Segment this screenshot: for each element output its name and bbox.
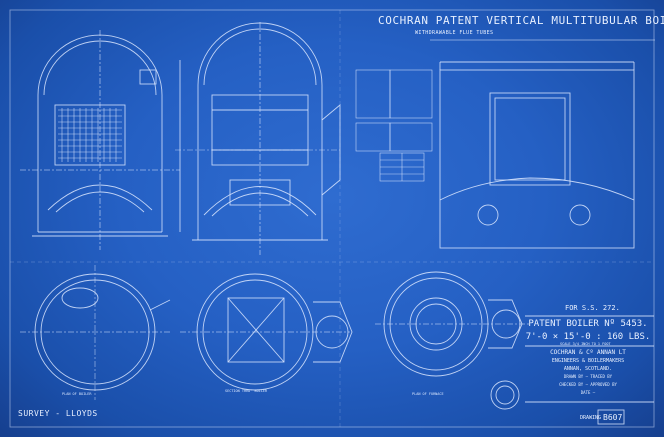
boiler-elevation-left (20, 30, 180, 250)
detail-right (430, 39, 655, 249)
title-block-frame (490, 315, 654, 425)
title-block-line8: DATE — (580, 390, 596, 395)
caption-section-boiler: SECTION THRO' BOILER (225, 389, 268, 393)
drawing-title: COCHRAN PATENT VERTICAL MULTITUBULAR BOI… (378, 14, 664, 27)
title-block-dimensions: 7'-0 × 15'-0 : 160 LBS. (525, 332, 651, 342)
drawing-subtitle: WITHDRAWABLE FLUE TUBES (415, 30, 494, 36)
caption-plan-furnace: PLAN OF FURNACE (412, 392, 444, 396)
plan-bottom-left (20, 265, 171, 400)
title-block-boiler-no: PATENT BOILER Nº 5453. (528, 319, 648, 329)
title-block-line6: DRAWN BY — TRACED BY (563, 374, 613, 379)
title-block-maker-sub: ENGINEERS & BOILERMAKERS (551, 358, 625, 364)
title-block-line7: CHECKED BY — APPROVED BY (559, 382, 617, 387)
drawing-label: DRAWING (580, 415, 602, 421)
plan-bottom-right (375, 271, 530, 377)
title-block-maker: COCHRAN & Cº ANNAN LT (550, 349, 626, 356)
section-bottom-middle (180, 273, 353, 391)
tube-grid (58, 108, 122, 162)
boiler-section-middle (175, 22, 341, 255)
figure-reference: FOR S.S. 272. (565, 304, 620, 312)
title-block-place: ANNAN, SCOTLAND. (563, 366, 613, 372)
scale-note: SCALE 3/4 INCH TO 1 FOOT (560, 342, 611, 346)
note-tables (355, 69, 433, 182)
drawing-number: B607 (603, 413, 623, 422)
survey-label: SURVEY - LLOYDS (18, 409, 98, 418)
caption-plan-boiler: PLAN OF BOILER (62, 392, 92, 396)
